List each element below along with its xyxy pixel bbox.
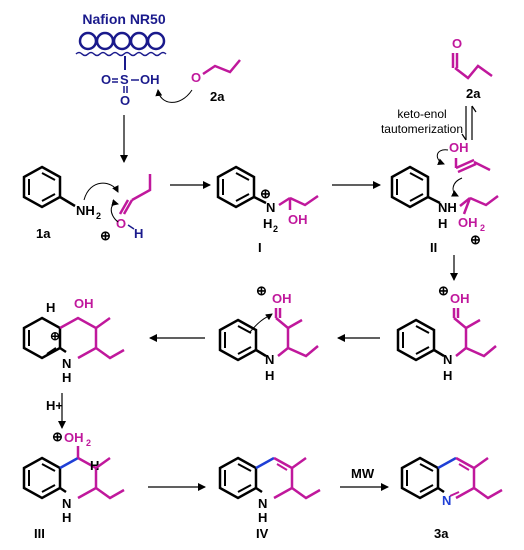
svg-text:⊕: ⊕ [470, 232, 481, 247]
svg-text:OH: OH [74, 296, 94, 311]
product-3a: N 3a [400, 456, 503, 541]
label-III: III [34, 526, 45, 541]
svg-text:2: 2 [86, 438, 91, 448]
svg-text:N: N [62, 496, 71, 511]
svg-text:2: 2 [96, 211, 101, 221]
svg-text:⊕: ⊕ [50, 329, 60, 343]
intermediate-IV: N H IV [218, 456, 321, 541]
intermediate-III: N H OH 2 ⊕ H III [22, 429, 125, 541]
iminium-aldol-middle: N H OH ⊕ [218, 283, 319, 383]
polymer-chain [78, 31, 166, 51]
svg-text:⊕: ⊕ [52, 429, 63, 444]
h-protonated: H [134, 226, 143, 241]
o-protonated: O [116, 216, 126, 231]
proton-label: H+ [46, 398, 63, 413]
aniline-1a: NH 2 1a [22, 165, 119, 241]
svg-text:H: H [438, 216, 447, 231]
keto-enol-equilibrium: keto-enol tautomerization [381, 105, 477, 141]
iminium-aldol-right: N H OH ⊕ [396, 283, 497, 383]
polymer-backbone [75, 51, 167, 57]
svg-text:H: H [62, 370, 71, 385]
curved-arrow-protonation [155, 89, 193, 103]
label-I: I [258, 240, 262, 255]
intermediate-I: N ⊕ H 2 OH I [216, 165, 319, 255]
svg-text:H: H [62, 510, 71, 525]
svg-text:H: H [258, 510, 267, 525]
svg-text:N: N [443, 352, 452, 367]
cyclized-intermediate: N H ⊕ H OH [22, 296, 125, 385]
label-1a: 1a [36, 226, 51, 241]
svg-text:OH: OH [272, 291, 292, 306]
label-II: II [430, 240, 437, 255]
svg-text:H: H [265, 368, 274, 383]
curved-arrow-attack [83, 182, 119, 201]
sulfonic-oh: OH [140, 72, 160, 87]
svg-text:⊕: ⊕ [438, 283, 449, 298]
enol-oh: OH [449, 140, 469, 155]
intermediate-II: NH H OH 2 ⊕ OH II [390, 140, 499, 255]
sulfonic-o-bottom: O [120, 93, 130, 108]
svg-text:⊕: ⊕ [256, 283, 267, 298]
svg-text:N: N [62, 356, 71, 371]
o-atom-2a: O [191, 70, 201, 85]
svg-text:N: N [258, 496, 267, 511]
svg-text:OH: OH [458, 215, 478, 230]
svg-text:H: H [46, 300, 55, 315]
sulfonic-o-left: O [101, 72, 111, 87]
svg-text:H: H [263, 216, 272, 231]
label-2a-top-right: 2a [466, 86, 481, 101]
svg-text:2: 2 [480, 223, 485, 233]
sulfonic-s: S [120, 72, 129, 87]
propanal-2a-catalyst: O 2a [155, 59, 241, 104]
label-3a: 3a [434, 526, 449, 541]
svg-text:OH: OH [64, 430, 84, 445]
tautomer-text-2: tautomerization [381, 122, 463, 136]
nh2-group: NH [76, 203, 95, 218]
label-2a-catalyst: 2a [210, 89, 225, 104]
protonated-propanal: O H ⊕ [100, 174, 152, 243]
oxonium-plus: ⊕ [100, 228, 111, 243]
oh-I: OH [288, 212, 308, 227]
propanal-2a-top-right: O 2a [451, 36, 493, 101]
svg-text:N: N [265, 352, 274, 367]
o-atom-2a-top: O [452, 36, 462, 51]
svg-text:N: N [266, 200, 275, 215]
svg-text:H: H [90, 458, 99, 473]
svg-text:2: 2 [273, 224, 278, 234]
svg-text:OH: OH [450, 291, 470, 306]
nafion-catalyst: Nafion NR50 O S OH O [75, 11, 167, 108]
svg-text:NH: NH [438, 200, 457, 215]
svg-text:⊕: ⊕ [260, 186, 271, 201]
microwave-label: MW [351, 466, 375, 481]
label-IV: IV [256, 526, 269, 541]
tautomer-text-1: keto-enol [397, 107, 446, 121]
catalyst-name: Nafion NR50 [82, 11, 165, 27]
svg-text:H: H [443, 368, 452, 383]
svg-text:N: N [442, 493, 451, 508]
